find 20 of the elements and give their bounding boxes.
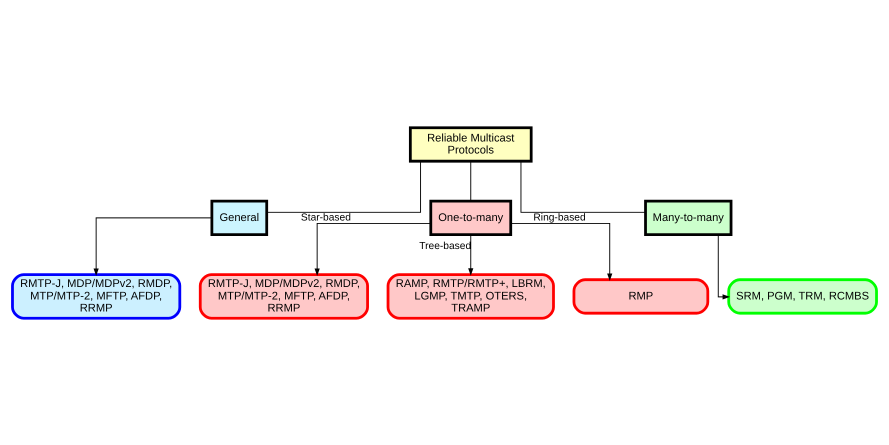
node-box: Many-to-many <box>644 199 732 236</box>
node-box: SRM, PGM, TRM, RCMBS <box>727 278 878 314</box>
connector <box>266 160 422 212</box>
connector <box>520 160 646 212</box>
connector <box>470 160 472 201</box>
node-box: RMP <box>572 278 710 314</box>
node-box: RMTP-J, MDP/MDPv2, RMDP, MTP/MTP-2, MFTP, AFDP, RRMP <box>198 272 369 320</box>
arrow <box>314 222 431 276</box>
arrow <box>94 216 212 276</box>
arrow <box>510 222 612 280</box>
node-box: RMTP-J, MDP/MDPv2, RMDP, MTP/MTP-2, MFTP, AFDP, RRMP <box>11 272 182 320</box>
node-box: General <box>210 199 268 236</box>
arrow <box>468 234 474 276</box>
node-box: RAMP, RMTP/RMTP+, LBRM, LGMP, TMTP, OTERS, TRAMP <box>386 272 555 320</box>
node-box: One-to-many <box>429 199 512 236</box>
node-box: Reliable Multicast Protocols <box>408 126 533 162</box>
edge-label: Ring-based <box>533 212 586 223</box>
edge-label: Tree-based <box>419 240 472 252</box>
arrow <box>718 234 730 300</box>
edge-label: Star-based <box>300 212 351 223</box>
